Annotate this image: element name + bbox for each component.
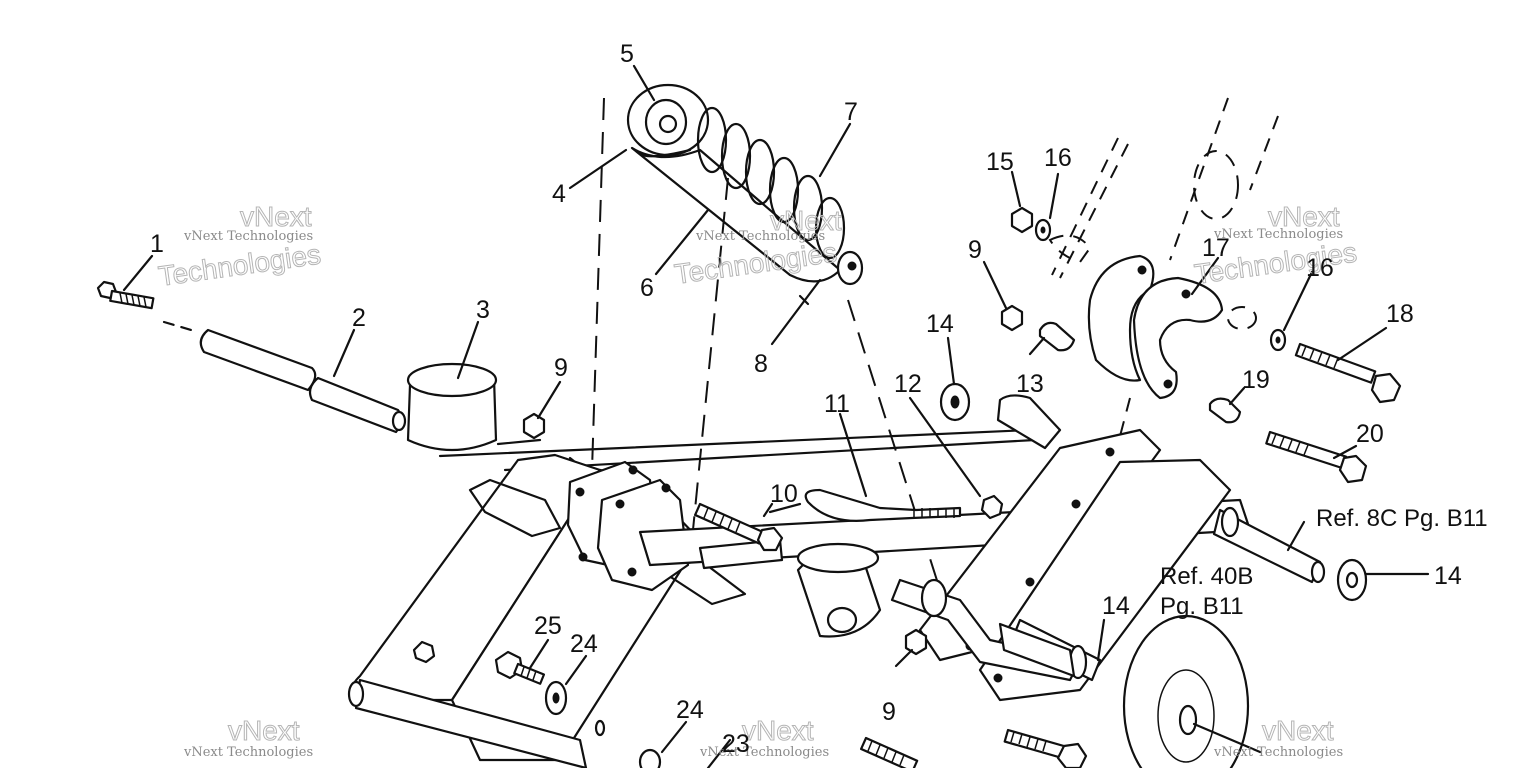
callout-14-right: 14 [1434, 562, 1462, 590]
watermark-big-9: vNext [1262, 715, 1334, 746]
part-11-u-bolt [804, 488, 962, 522]
watermark-big-1: vNext [240, 201, 312, 232]
callout-7: 7 [844, 98, 858, 126]
ref-8c-label: Ref. 8C Pg. B11 [1316, 505, 1488, 532]
callout-6: 6 [640, 274, 654, 302]
part-17-mount-brackets [1087, 254, 1224, 400]
part-15-16-hardware [1010, 206, 1287, 352]
watermark-big-2: Technologies [157, 238, 323, 291]
part-3-bushing [406, 362, 498, 452]
callout-12: 12 [894, 370, 922, 398]
part-13-spacer [1038, 321, 1076, 352]
ref-40b-label-line1: Ref. 40B [1160, 563, 1253, 590]
callout-25: 25 [534, 612, 562, 640]
watermark-big-3: vNext [770, 205, 842, 236]
lower-bolt-right [1003, 728, 1088, 768]
assembly-guide-lines [591, 97, 1279, 591]
part-14-washers [939, 382, 1368, 680]
callout-14-lower: 14 [1102, 592, 1130, 620]
callout-14-upper: 14 [926, 310, 954, 338]
part-20-bolt [1265, 430, 1368, 484]
part-19-spacer [1208, 397, 1242, 424]
idler-wheel-right [1122, 614, 1262, 768]
callout-16-upper: 16 [1044, 144, 1072, 172]
callout-labels: 1 2 3 4 5 6 7 8 9 9 9 10 11 12 13 14 14 … [150, 40, 1462, 758]
callout-9-upper: 9 [968, 236, 982, 264]
callout-24-upper: 24 [570, 630, 598, 658]
part-shock-spring-assembly [626, 83, 864, 286]
watermark-big-5: vNext [1268, 201, 1340, 232]
part-9-nut-left [522, 412, 546, 440]
part-18-bolt [1294, 342, 1402, 404]
part-25-bolt [494, 650, 546, 685]
callout-19: 19 [1242, 366, 1270, 394]
callout-8: 8 [754, 350, 768, 378]
shock-mount-outline [1048, 150, 1257, 330]
idler-wheel-left [796, 542, 882, 638]
axle-shaft [998, 622, 1076, 678]
watermark-text-4: vNext Technologies [183, 745, 313, 760]
part-2-tube [162, 320, 407, 434]
watermark-big-7: vNext [228, 715, 300, 746]
callout-18: 18 [1386, 300, 1414, 328]
lower-bolt-center [860, 736, 919, 768]
callout-20: 20 [1356, 420, 1384, 448]
part-12-nut [980, 494, 1004, 520]
ref-40b-label-line2: Pg. B11 [1160, 593, 1244, 620]
callout-17: 17 [1202, 234, 1230, 262]
callout-4: 4 [552, 180, 566, 208]
watermark-text-5: vNext Technologies [699, 745, 829, 760]
callout-1: 1 [150, 230, 164, 258]
leader-lines [122, 64, 1430, 768]
reference-notes: Ref. 8C Pg. B11 Ref. 40B Pg. B11 [1160, 505, 1488, 620]
part-9-nut-lower [904, 628, 928, 656]
callout-11: 11 [824, 390, 850, 418]
part-7-spring-coils [696, 106, 846, 260]
callout-5: 5 [620, 40, 634, 68]
callout-3: 3 [476, 296, 490, 324]
callout-16-right: 16 [1306, 254, 1334, 282]
watermark-big-8: vNext [742, 715, 814, 746]
callout-15: 15 [986, 148, 1014, 176]
callout-2: 2 [352, 304, 366, 332]
watermark-text-1: vNext Technologies [183, 229, 313, 244]
part-24-washer [544, 680, 662, 768]
part-9-nut-upper [1000, 304, 1024, 332]
callout-9-lower: 9 [882, 698, 896, 726]
watermark-text-3: vNext Technologies [1213, 227, 1343, 242]
callout-9-left: 9 [554, 354, 568, 382]
watermark-text-2: vNext Technologies [695, 229, 825, 244]
callout-13: 13 [1016, 370, 1044, 398]
callout-23: 23 [722, 730, 750, 758]
part-1-bolt [96, 280, 155, 310]
callout-24-lower: 24 [676, 696, 704, 724]
watermark-text-6: vNext Technologies [1213, 745, 1343, 760]
part-10-bolt [694, 502, 784, 552]
callout-10: 10 [770, 480, 798, 508]
